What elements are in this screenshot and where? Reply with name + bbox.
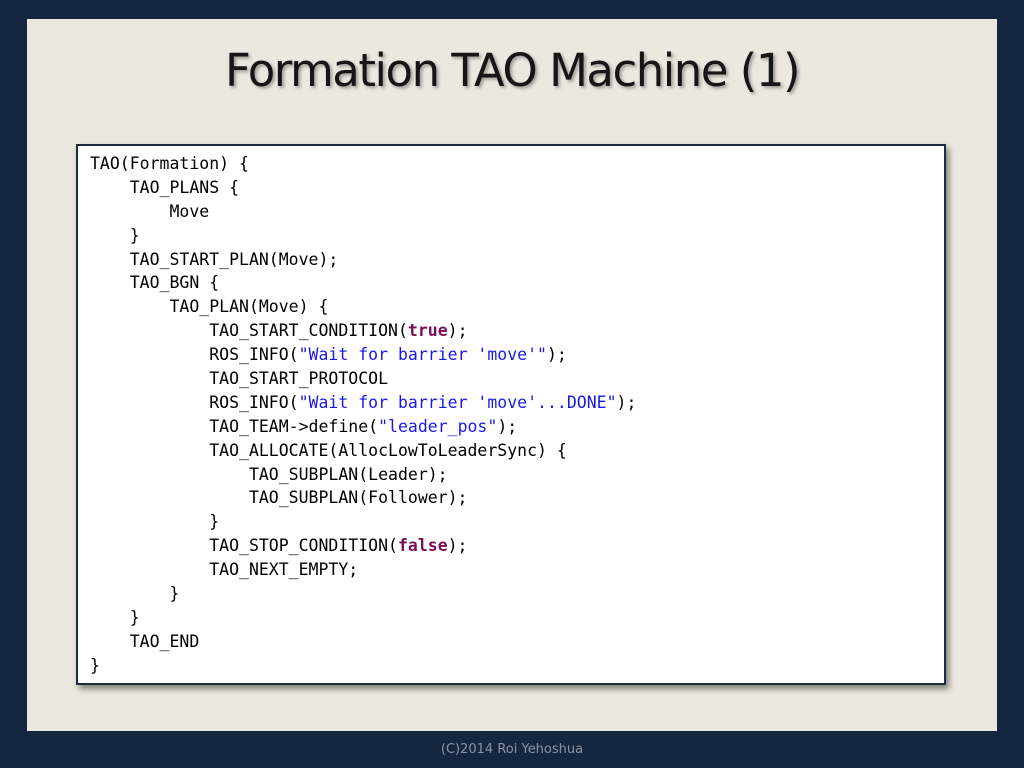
- code-text: TAO_START_CONDITION(: [90, 321, 408, 341]
- code-text: );: [447, 321, 468, 341]
- code-text: ROS_INFO(: [90, 345, 299, 365]
- code-line: TAO_SUBPLAN(Follower);: [90, 486, 636, 510]
- code-line: TAO_START_PLAN(Move);: [90, 248, 636, 272]
- code-string: "leader_pos": [378, 416, 498, 436]
- code-line: }: [90, 224, 636, 248]
- code-text: TAO_PLAN(Move) {: [90, 297, 329, 317]
- code-text: TAO_START_PROTOCOL: [90, 369, 389, 389]
- code-text: }: [90, 607, 140, 627]
- code-text: ROS_INFO(: [90, 392, 299, 412]
- code-text: );: [546, 345, 567, 365]
- code-line: TAO_START_CONDITION(true);: [90, 319, 636, 343]
- code-line: ROS_INFO("Wait for barrier 'move'");: [90, 343, 636, 367]
- code-text: TAO_NEXT_EMPTY;: [90, 560, 359, 580]
- code-keyword: false: [397, 536, 448, 556]
- code-line: TAO_ALLOCATE(AllocLowToLeaderSync) {: [90, 439, 636, 463]
- code-text: TAO_ALLOCATE(AllocLowToLeaderSync) {: [90, 440, 567, 460]
- slide-title: Formation TAO Machine (1): [224, 44, 801, 97]
- code-line: ROS_INFO("Wait for barrier 'move'...DONE…: [90, 391, 636, 415]
- code-string: "Wait for barrier 'move'...DONE": [298, 392, 617, 412]
- code-line: TAO_STOP_CONDITION(false);: [90, 534, 636, 558]
- code-line: TAO_BGN {: [90, 271, 636, 295]
- code-text: }: [90, 512, 220, 532]
- code-text: );: [447, 536, 468, 556]
- code-text: TAO_START_PLAN(Move);: [90, 249, 339, 269]
- code-text: }: [90, 584, 180, 604]
- code-text: TAO_PLANS {: [90, 177, 240, 197]
- code-text: TAO_BGN {: [90, 273, 220, 293]
- code-line: }: [90, 606, 636, 630]
- code-line: TAO_TEAM->define("leader_pos");: [90, 415, 636, 439]
- code-text: TAO_SUBPLAN(Follower);: [90, 488, 468, 508]
- code-text: TAO_TEAM->define(: [90, 416, 379, 436]
- code-line: TAO(Formation) {: [90, 152, 636, 176]
- code-line: TAO_NEXT_EMPTY;: [90, 558, 636, 582]
- copyright-footer: (C)2014 Roi Yehoshua: [440, 742, 584, 757]
- code-text: TAO_END: [90, 631, 200, 651]
- code-text: );: [497, 416, 518, 436]
- code-string: "Wait for barrier 'move'": [298, 345, 547, 365]
- code-text: }: [90, 225, 140, 245]
- code-text: TAO_STOP_CONDITION(: [90, 536, 398, 556]
- code-line: Move: [90, 200, 636, 224]
- code-line: TAO_SUBPLAN(Leader);: [90, 463, 636, 487]
- code-text: Move: [90, 201, 210, 221]
- code-keyword: true: [407, 321, 448, 341]
- code-line: TAO_END: [90, 630, 636, 654]
- code-text: }: [90, 655, 100, 675]
- code-box: TAO(Formation) { TAO_PLANS { Move } TAO_…: [76, 144, 946, 685]
- code-line: }: [90, 654, 636, 678]
- code-text: TAO_SUBPLAN(Leader);: [90, 464, 448, 484]
- code-text: TAO(Formation) {: [90, 154, 249, 173]
- code-text: );: [616, 392, 637, 412]
- code-line: }: [90, 582, 636, 606]
- code-line: TAO_PLAN(Move) {: [90, 295, 636, 319]
- code-block: TAO(Formation) { TAO_PLANS { Move } TAO_…: [90, 152, 636, 678]
- code-line: }: [90, 510, 636, 534]
- code-line: TAO_PLANS {: [90, 176, 636, 200]
- code-line: TAO_START_PROTOCOL: [90, 367, 636, 391]
